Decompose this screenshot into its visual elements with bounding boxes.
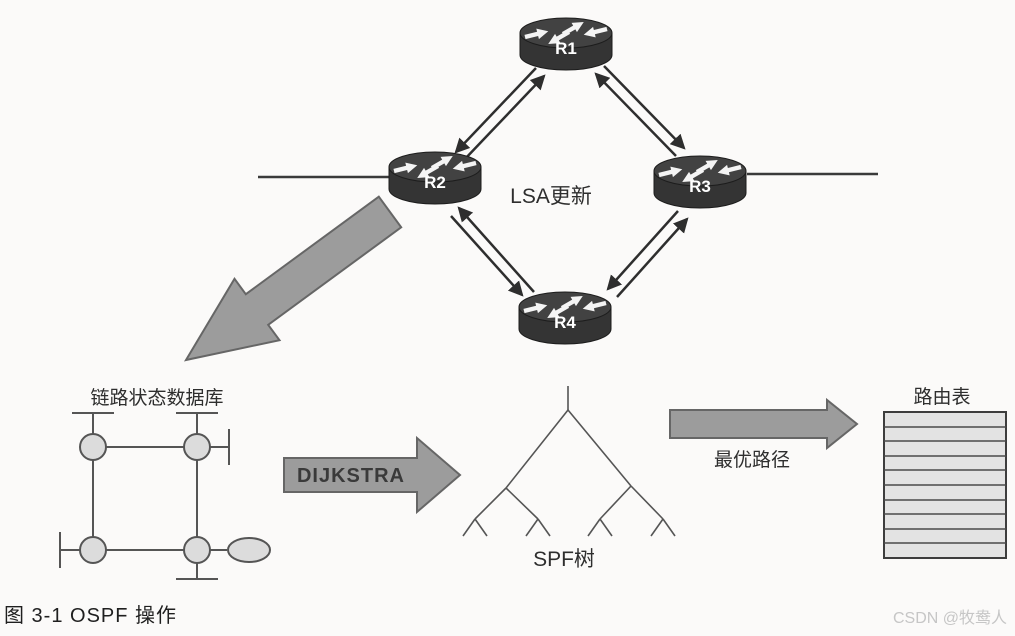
link-r3-r4 xyxy=(606,210,689,298)
lsdb-graph: 链路状态数据库 xyxy=(59,387,271,580)
router-r3-label: R3 xyxy=(689,177,711,196)
router-r2-label: R2 xyxy=(424,173,446,192)
lsdb-stub-network xyxy=(227,537,271,563)
lsdb-node xyxy=(183,433,211,461)
spf-tree-title: SPF树 xyxy=(533,548,595,571)
flood-to-lsdb-arrow xyxy=(183,195,403,362)
router-r2: R2 xyxy=(389,151,481,204)
dijkstra-label: DIJKSTRA xyxy=(297,465,405,487)
routing-table: 路由表 xyxy=(883,386,1007,559)
link-r2-r1 xyxy=(454,67,546,161)
csdn-watermark: CSDN @牧鸯人 xyxy=(892,610,1007,627)
router-r1: R1 xyxy=(520,17,612,70)
router-r3: R3 xyxy=(654,155,746,208)
router-r1-label: R1 xyxy=(555,39,577,58)
router-r4: R4 xyxy=(519,291,611,344)
lsdb-node xyxy=(79,536,107,564)
routing-table-rows xyxy=(884,426,1006,544)
link-r1-r3 xyxy=(594,65,686,157)
routing-table-title: 路由表 xyxy=(913,386,970,408)
link-r2-r4 xyxy=(450,206,535,297)
lsdb-node xyxy=(183,536,211,564)
best-path-arrow: 最优路径 xyxy=(669,397,859,471)
lsdb-node xyxy=(79,433,107,461)
figure-caption: 图 3-1 OSPF 操作 xyxy=(4,605,178,627)
spf-tree: SPF树 xyxy=(462,386,676,571)
lsa-update-label: LSA更新 xyxy=(510,185,592,208)
dijkstra-arrow: DIJKSTRA xyxy=(283,435,462,515)
lsdb-title: 链路状态数据库 xyxy=(90,387,223,409)
router-r4-label: R4 xyxy=(554,313,576,332)
best-path-label: 最优路径 xyxy=(714,449,790,471)
